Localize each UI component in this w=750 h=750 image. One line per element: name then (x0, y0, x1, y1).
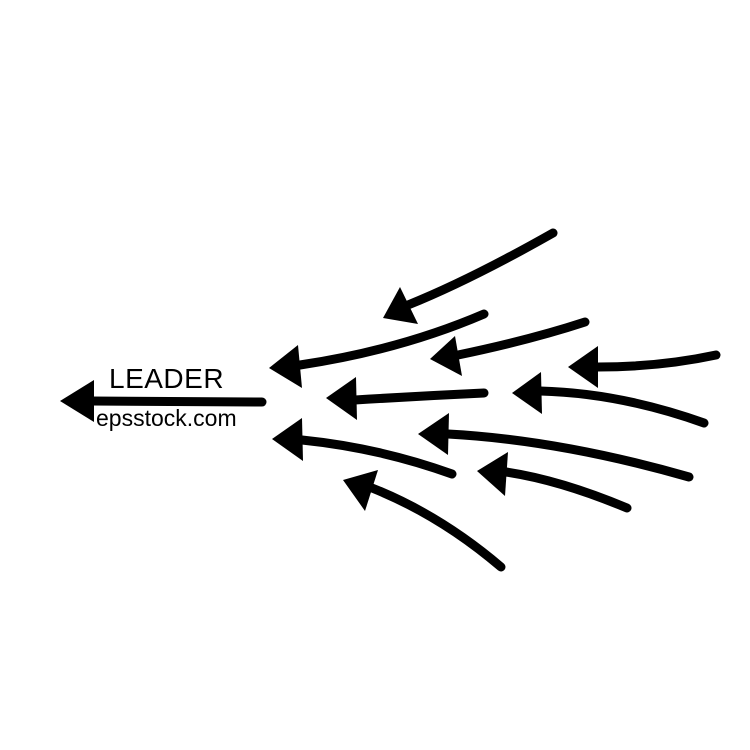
follower-arrow-icon (343, 470, 506, 572)
follower-arrow-icon (326, 377, 489, 420)
follower-arrow-icon (418, 413, 694, 482)
follower-arrow-icon (512, 372, 709, 428)
follower-arrow-icon (269, 309, 489, 388)
follower-arrows (269, 228, 721, 572)
follower-arrow-icon (477, 452, 632, 513)
follower-arrow-icon (272, 418, 457, 479)
leader-arrow-icon (60, 380, 267, 422)
leader-label: LEADER (109, 363, 225, 394)
follower-arrow-icon (430, 317, 590, 376)
follower-arrow-icon (568, 346, 721, 388)
follower-arrow-icon (383, 228, 558, 324)
watermark-label: epsstock.com (96, 405, 237, 431)
